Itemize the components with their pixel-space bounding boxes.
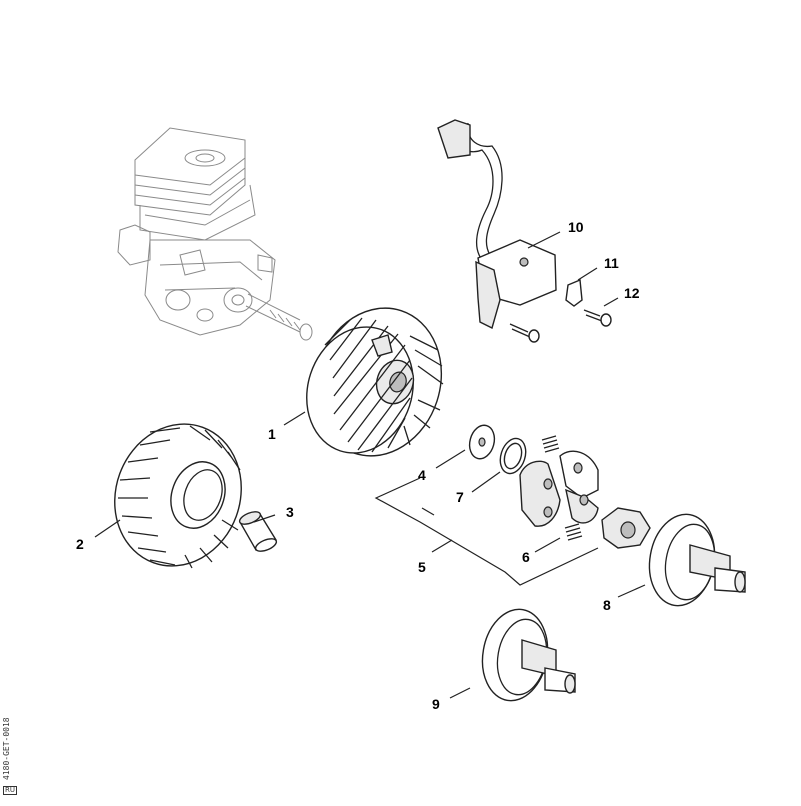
plate-drawing <box>565 278 583 307</box>
screws-drawing <box>509 309 612 343</box>
callout-label-2: 2 <box>76 536 84 552</box>
fan-housing-drawing <box>114 423 242 569</box>
engine-block-drawing <box>117 127 313 341</box>
callout-label-8: 8 <box>603 597 611 613</box>
leader-lines <box>94 231 646 699</box>
sleeve-drawing <box>238 511 278 552</box>
callout-label-7: 7 <box>456 489 464 505</box>
callout-label-4: 4 <box>418 467 426 483</box>
clutch-drum-8-drawing <box>648 513 746 607</box>
carrier-drawing <box>601 507 651 549</box>
callout-label-12: 12 <box>624 285 640 301</box>
callout-label-10: 10 <box>568 219 584 235</box>
callout-label-11: 11 <box>604 255 619 271</box>
flywheel-drawing <box>306 307 444 457</box>
drawing-code: 4180-GET-0018 <box>2 717 11 780</box>
callout-label-3: 3 <box>286 504 294 520</box>
ring-drawing <box>499 437 527 475</box>
clutch-drum-9-drawing <box>481 608 576 702</box>
washer-drawing <box>468 424 496 460</box>
callout-label-1: 1 <box>268 426 276 442</box>
corner-tag: RU <box>3 786 17 795</box>
callout-label-5: 5 <box>418 559 426 575</box>
ignition-module-drawing <box>437 119 557 330</box>
callout-label-9: 9 <box>432 696 440 712</box>
clutch-shoes-drawing <box>519 435 599 541</box>
callout-label-6: 6 <box>522 549 530 565</box>
